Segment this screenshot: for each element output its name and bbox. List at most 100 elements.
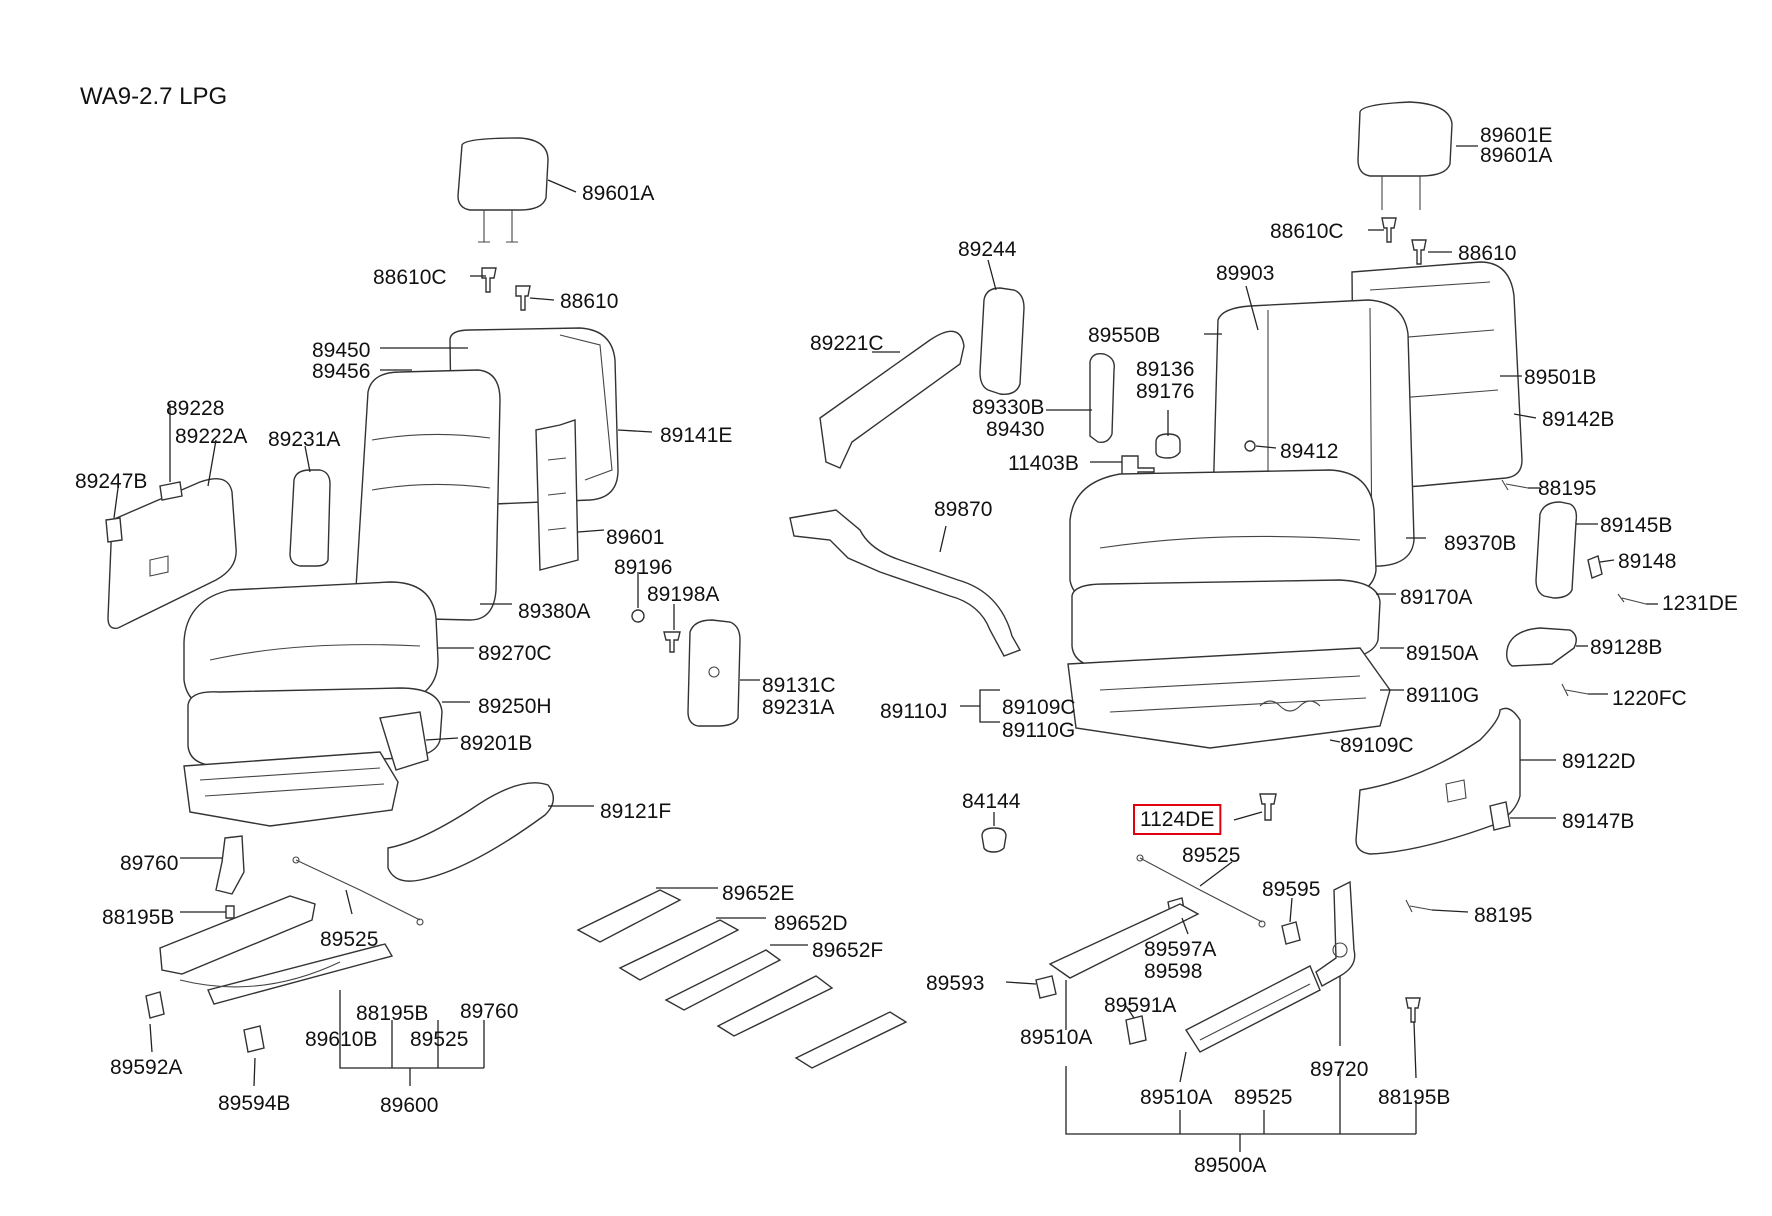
right-headrest-posts bbox=[1381, 176, 1421, 210]
part-label: 89147B bbox=[1562, 810, 1634, 833]
right-side-panel bbox=[819, 330, 965, 469]
part-label: 89176 bbox=[1136, 380, 1194, 403]
right-cover-89244 bbox=[979, 287, 1025, 395]
part-label: 89121F bbox=[600, 800, 671, 823]
left-washer bbox=[631, 609, 645, 623]
part-label: 88195B bbox=[356, 1002, 428, 1025]
left-knob-hole bbox=[708, 666, 720, 678]
right-bezel-89330b bbox=[1089, 352, 1115, 444]
part-label: 89244 bbox=[958, 238, 1017, 261]
left-backrest-seams bbox=[371, 433, 491, 491]
right-bolt-1124de bbox=[1259, 793, 1277, 821]
right-screw-1231de bbox=[1617, 593, 1647, 605]
part-label: 89601A bbox=[1480, 144, 1552, 167]
part-label: 89196 bbox=[614, 556, 672, 579]
right-cap-84144 bbox=[981, 827, 1007, 853]
part-label: 89525 bbox=[1234, 1086, 1292, 1109]
part-label: 89380A bbox=[518, 600, 590, 623]
part-label: 84144 bbox=[962, 790, 1021, 813]
middle-parts-drawing bbox=[576, 889, 908, 1069]
right-guide-88610c bbox=[1381, 217, 1397, 243]
part-label: 89270C bbox=[478, 642, 552, 665]
part-label: 89222A bbox=[175, 425, 247, 448]
left-bracket-holes bbox=[547, 457, 567, 531]
left-side-cover bbox=[387, 782, 554, 882]
right-bolt-88195b bbox=[1405, 997, 1421, 1023]
right-rail-lower bbox=[1184, 965, 1321, 1053]
left-rail-1 bbox=[159, 895, 316, 975]
part-label: 89201B bbox=[460, 732, 532, 755]
right-seat-frame-rails bbox=[1099, 675, 1367, 713]
left-seat-frame bbox=[183, 751, 399, 827]
part-label: 89231A bbox=[268, 428, 340, 451]
left-clip-89592a bbox=[145, 991, 165, 1019]
part-label: 89903 bbox=[1216, 262, 1274, 285]
right-handle-89128b bbox=[1505, 627, 1577, 667]
right-bolt-88195-mid bbox=[1405, 899, 1433, 913]
left-seat-cushion-seam bbox=[209, 644, 421, 661]
left-seat-drawing bbox=[105, 137, 741, 1053]
left-cable-end-b bbox=[416, 918, 424, 926]
part-label: 89720 bbox=[1310, 1058, 1368, 1081]
part-label: 89525 bbox=[410, 1028, 468, 1051]
right-rail-upper bbox=[1048, 903, 1200, 979]
part-label: 89198A bbox=[647, 583, 719, 606]
part-label: 1220FC bbox=[1612, 687, 1687, 710]
diagram-title: WA9-2.7 LPG bbox=[80, 83, 227, 110]
right-clip-89148 bbox=[1587, 555, 1603, 579]
left-bracket-89201b bbox=[379, 711, 429, 771]
left-clip-89594b bbox=[243, 1025, 265, 1053]
left-cable-end-a bbox=[292, 856, 300, 864]
part-label: 89593 bbox=[926, 972, 984, 995]
part-label: 89601 bbox=[606, 526, 664, 549]
part-label: 89450 bbox=[312, 339, 370, 362]
part-label: 88195 bbox=[1538, 477, 1596, 500]
right-guide-88610 bbox=[1411, 239, 1427, 265]
right-cable-end-b bbox=[1258, 920, 1266, 928]
left-bolt-89198a bbox=[663, 631, 681, 653]
part-label: 89131C bbox=[762, 674, 836, 697]
left-side-shield-slot bbox=[149, 555, 169, 577]
left-headrest-posts bbox=[478, 210, 518, 243]
part-label: 89760 bbox=[120, 852, 178, 875]
right-rail-teeth bbox=[1199, 983, 1311, 1041]
part-label: 88610 bbox=[560, 290, 618, 313]
part-label: 89142B bbox=[1542, 408, 1614, 431]
leader-lines bbox=[113, 145, 1658, 1152]
part-label: 89247B bbox=[75, 470, 147, 493]
highlight-box bbox=[1133, 804, 1222, 835]
left-knob-cover bbox=[687, 619, 741, 727]
part-label: 89600 bbox=[380, 1094, 438, 1117]
part-label: 89597A bbox=[1144, 938, 1216, 961]
left-seat-frame-rails bbox=[199, 767, 385, 797]
plate-89652e bbox=[576, 889, 682, 943]
left-side-bracket bbox=[535, 419, 579, 571]
part-label: 89170A bbox=[1400, 586, 1472, 609]
right-knob-89136 bbox=[1155, 433, 1181, 459]
left-cushion-pad bbox=[187, 687, 443, 767]
right-seat-cushion-seam bbox=[1099, 535, 1361, 549]
part-label: 11403B bbox=[1008, 452, 1079, 475]
left-guide-88610c bbox=[481, 267, 497, 293]
part-label: 89109C bbox=[1002, 696, 1076, 719]
left-bracket-89760 bbox=[215, 835, 245, 895]
part-label: 89652D bbox=[774, 912, 848, 935]
part-label: 89370B bbox=[1444, 532, 1516, 555]
right-screw-1220fc bbox=[1561, 683, 1589, 697]
left-bezel-89231a bbox=[289, 469, 331, 567]
right-bolt-88195-top bbox=[1501, 479, 1529, 491]
part-label: 88195B bbox=[102, 906, 174, 929]
part-label: 89150A bbox=[1406, 642, 1478, 665]
part-label: 89412 bbox=[1280, 440, 1338, 463]
part-label: 89141E bbox=[660, 424, 732, 447]
part-label: 89110G bbox=[1002, 719, 1075, 742]
right-bushing-89412 bbox=[1244, 440, 1256, 452]
part-label: 89430 bbox=[986, 418, 1044, 441]
part-label: 89136 bbox=[1136, 358, 1194, 381]
plate-89652f-c bbox=[794, 1011, 908, 1069]
part-label: 1231DE bbox=[1662, 592, 1738, 615]
part-label: 89221C bbox=[810, 332, 884, 355]
right-clip-89593 bbox=[1035, 975, 1057, 999]
